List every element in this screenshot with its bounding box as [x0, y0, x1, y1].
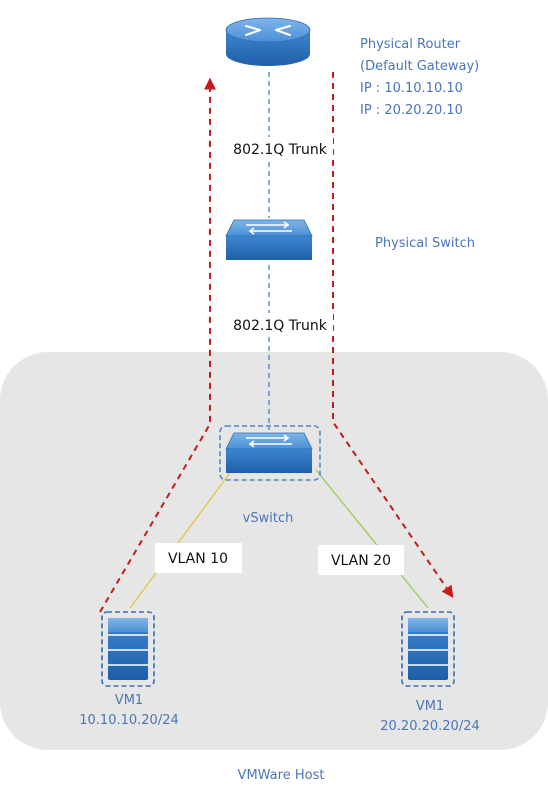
vm-left-ip: 10.10.10.20/24	[79, 713, 179, 728]
vm-right-server-icon	[401, 611, 455, 687]
router-label-line-3: IP : 10.10.10.10	[360, 81, 463, 96]
vm-left-name: VM1	[115, 693, 143, 708]
vswitch-label: vSwitch	[243, 511, 294, 526]
trunk-label-upper-bg	[227, 137, 333, 159]
vm-left-server-icon	[101, 611, 155, 687]
vlan10-link	[129, 469, 233, 609]
trunk-label-upper: 802.1Q Trunk	[233, 142, 328, 158]
router-label-line-2: (Default Gateway)	[360, 59, 479, 74]
physical-switch-icon	[225, 219, 313, 260]
vlan20-label-bg	[318, 545, 404, 575]
vm-right-ip: 20.20.20.20/24	[380, 719, 480, 734]
vmware-host-label: VMWare Host	[238, 768, 325, 783]
trunk-label-lower-bg	[227, 313, 333, 335]
vlan10-label-bg	[155, 543, 242, 573]
vlan10-label: VLAN 10	[168, 551, 228, 567]
vm-right-name: VM1	[416, 699, 444, 714]
vlan20-label: VLAN 20	[331, 553, 391, 569]
vlan20-link	[315, 469, 429, 609]
vswitch-icon	[219, 425, 321, 481]
physical-switch-label: Physical Switch	[375, 236, 475, 251]
router-label-line-1: Physical Router	[360, 37, 461, 52]
router-label-line-4: IP : 20.20.20.10	[360, 103, 463, 118]
router-label: Physical Router (Default Gateway) IP : 1…	[360, 37, 483, 118]
router-icon	[225, 17, 311, 66]
vmware-host-area	[0, 352, 548, 750]
trunk-label-lower: 802.1Q Trunk	[233, 318, 328, 334]
